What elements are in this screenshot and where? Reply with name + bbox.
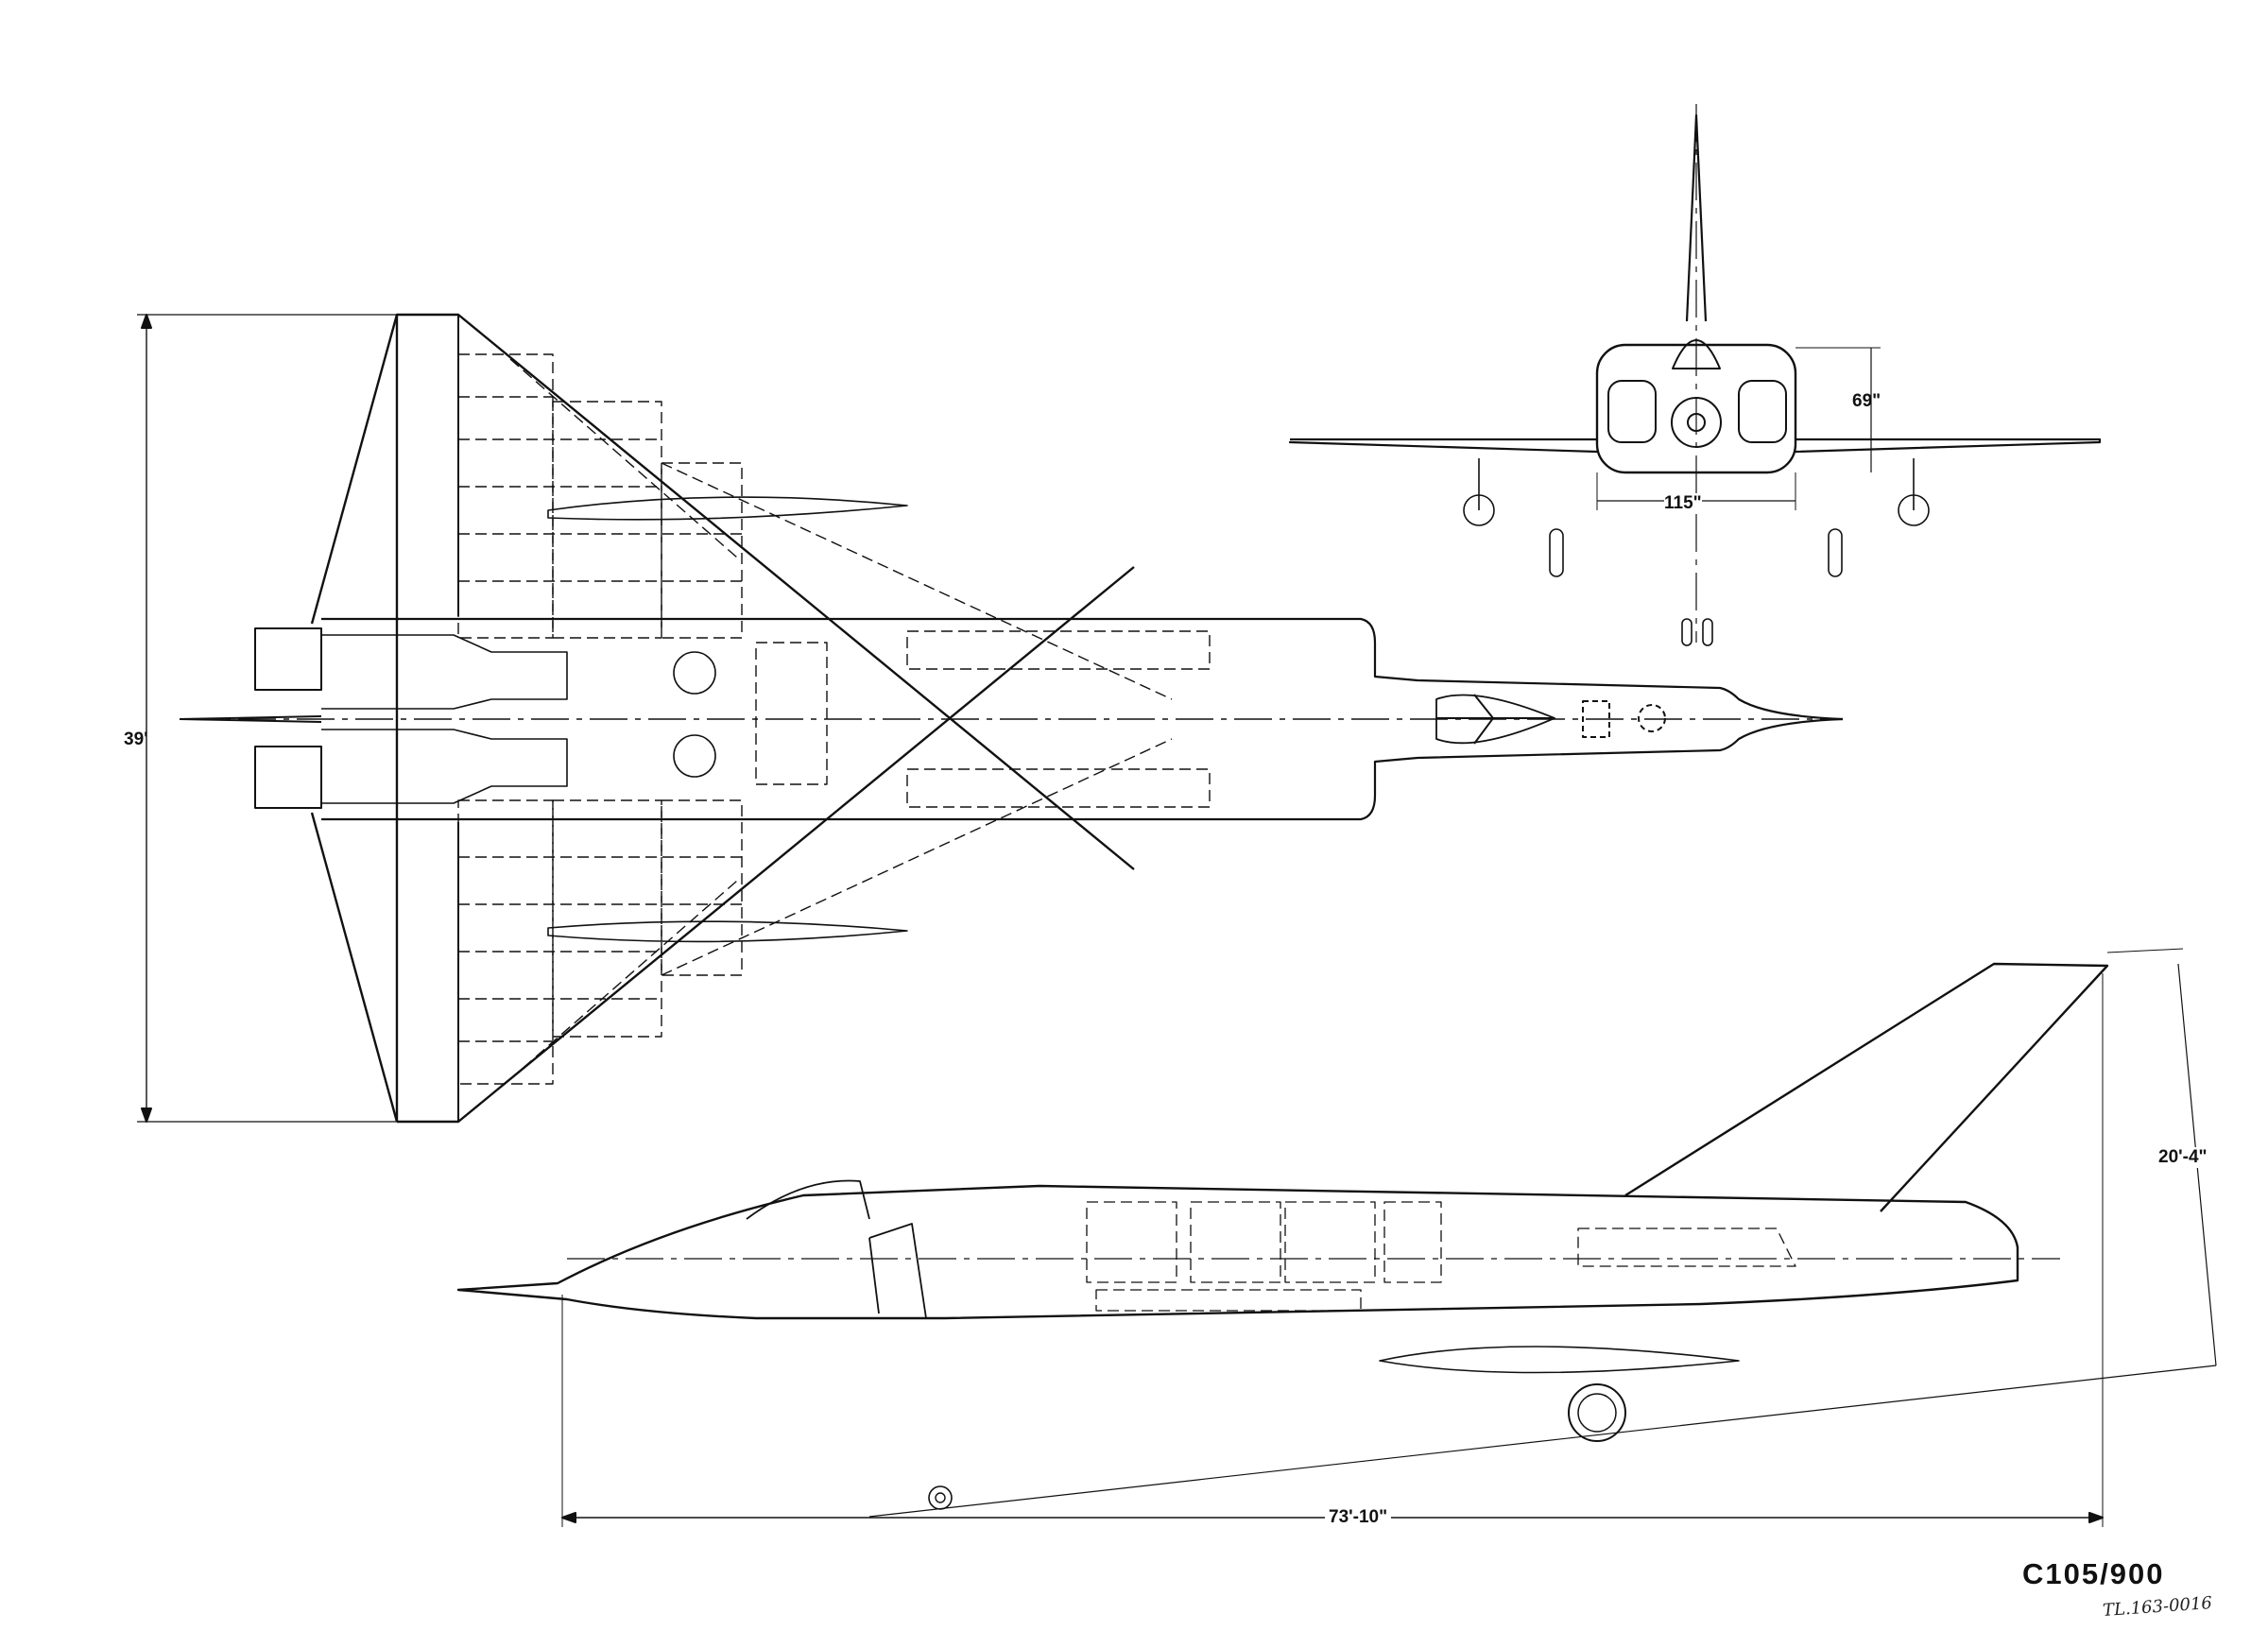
span-dimension-label: 39' (124, 730, 148, 749)
fuselage-width-dimension-label: 115" (1664, 493, 1702, 514)
drawing-number: C105/900 (2022, 1557, 2165, 1590)
side-view (456, 948, 2217, 1527)
front-view (1288, 104, 2102, 646)
height-dimension-label: 20'-4" (2158, 1147, 2208, 1168)
fuselage-height-dimension-label: 69" (1852, 391, 1881, 411)
plan-view (137, 313, 1844, 1124)
length-dimension-label: 73'-10" (1325, 1507, 1392, 1528)
